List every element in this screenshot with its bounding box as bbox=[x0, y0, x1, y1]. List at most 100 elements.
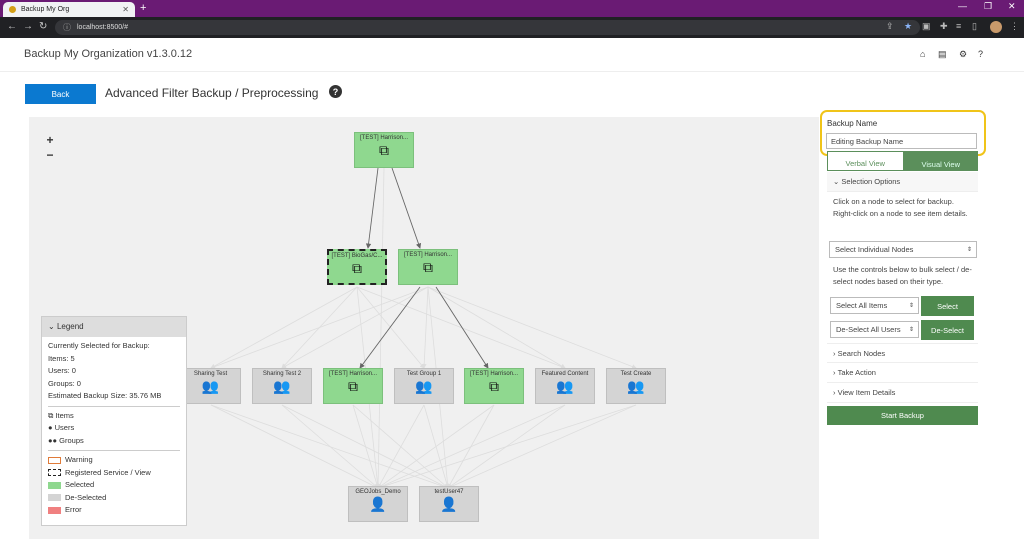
question-icon[interactable]: ? bbox=[329, 85, 342, 98]
graph-node[interactable]: [TEST] Harrison... ⧉ bbox=[464, 368, 524, 404]
home-icon[interactable]: ⌂ bbox=[920, 49, 926, 59]
mode-select-value: Select Individual Nodes bbox=[835, 245, 914, 254]
legend-summary-line: Items: 5 bbox=[48, 353, 75, 363]
new-tab-icon[interactable]: + bbox=[140, 2, 147, 14]
share-icon[interactable]: ⇪ bbox=[886, 21, 894, 31]
items-cubes-icon: ⧉ bbox=[348, 378, 358, 394]
take-action-header[interactable]: › Take Action bbox=[827, 363, 978, 383]
graph-node[interactable]: Test Group 1 👥 bbox=[394, 368, 454, 404]
puzzle-icon[interactable]: ✚ bbox=[940, 21, 948, 31]
legend-panel: ⌄ Legend Currently Selected for Backup: … bbox=[41, 316, 187, 526]
backup-name-label: Backup Name bbox=[827, 119, 878, 128]
chevron-right-icon: › bbox=[833, 348, 838, 358]
address-bar[interactable]: ⓘ localhost:8500/# bbox=[55, 20, 920, 35]
selection-options-label: Selection Options bbox=[841, 177, 901, 186]
graph-node[interactable]: Sharing Test 👥 bbox=[181, 368, 241, 404]
legend-summary-line: Estimated Backup Size: 35.76 MB bbox=[48, 391, 162, 400]
side-panel-icon[interactable]: ▯ bbox=[972, 21, 977, 31]
graph-node[interactable]: [TEST] Harrison... ⧉ bbox=[398, 249, 458, 285]
deselected-swatch bbox=[48, 494, 61, 502]
bookmark-star-icon[interactable]: ★ bbox=[904, 21, 913, 31]
help-circle-icon[interactable]: ? bbox=[978, 49, 984, 59]
zoom-out-button[interactable]: − bbox=[46, 148, 54, 162]
close-tab-icon[interactable]: ✕ bbox=[122, 5, 129, 14]
node-label: Featured Content bbox=[541, 371, 589, 377]
tab-visual-view[interactable]: Visual View bbox=[903, 151, 978, 171]
warning-swatch bbox=[48, 456, 61, 464]
deselect-all-dropdown[interactable]: De-Select All Users⇕ bbox=[830, 321, 919, 338]
user-person-icon: 👤 bbox=[369, 496, 387, 512]
back-arrow-icon[interactable]: ← bbox=[7, 21, 17, 32]
node-label: [TEST] Harrison... bbox=[359, 135, 408, 141]
extension-icon[interactable]: ▣ bbox=[922, 21, 931, 31]
legend-type-label: Items bbox=[55, 410, 74, 420]
graph-node[interactable]: Featured Content 👥 bbox=[535, 368, 595, 404]
legend-summary-line: Currently Selected for Backup: bbox=[48, 341, 150, 350]
graph-node[interactable]: testUser47 👤 bbox=[419, 486, 479, 522]
id-card-icon[interactable]: ▤ bbox=[938, 49, 947, 59]
graph-node[interactable]: [TEST] Harrison... ⧉ bbox=[323, 368, 383, 404]
graph-node[interactable]: [TEST] BioGas/C... ⧉ bbox=[327, 249, 387, 285]
start-backup-button[interactable]: Start Backup bbox=[827, 406, 978, 425]
tab-verbal-view[interactable]: Verbal View bbox=[827, 151, 904, 171]
focus-highlight bbox=[820, 110, 986, 156]
legend-state-label: Error bbox=[65, 505, 82, 514]
graph-node[interactable]: Test Create 👥 bbox=[606, 368, 666, 404]
search-nodes-section: › Search Nodes › Take Action › View Item… bbox=[827, 343, 978, 403]
browser-tab[interactable]: Backup My Org ✕ bbox=[3, 2, 135, 17]
select-button[interactable]: Select bbox=[921, 296, 974, 316]
reading-list-icon[interactable]: ≡ bbox=[956, 21, 962, 31]
maximize-icon[interactable]: ❐ bbox=[984, 1, 993, 11]
zoom-controls: + − bbox=[44, 133, 56, 163]
mode-select[interactable]: Select Individual Nodes ⇕ bbox=[829, 241, 977, 258]
reload-icon[interactable]: ↻ bbox=[39, 21, 48, 32]
selected-swatch bbox=[48, 481, 61, 489]
chevron-down-icon: ⌄ bbox=[48, 322, 57, 331]
group-people-icon: 👥 bbox=[627, 378, 645, 394]
gear-icon[interactable]: ⚙ bbox=[959, 49, 968, 59]
view-item-details-header[interactable]: › View Item Details bbox=[827, 383, 978, 403]
close-window-icon[interactable]: ✕ bbox=[1008, 1, 1016, 11]
forward-arrow-icon[interactable]: → bbox=[23, 21, 33, 32]
graph-node[interactable]: Sharing Test 2 👥 bbox=[252, 368, 312, 404]
backup-name-input[interactable] bbox=[826, 133, 977, 149]
app-title: Backup My Organization v1.3.0.12 bbox=[24, 48, 193, 60]
group-people-icon: 👥 bbox=[273, 378, 291, 394]
chevron-down-icon: ⌄ bbox=[833, 177, 842, 186]
search-nodes-header[interactable]: › Search Nodes bbox=[827, 343, 978, 363]
legend-title: Legend bbox=[56, 322, 84, 331]
legend-summary-line: Users: 0 bbox=[48, 366, 76, 375]
items-cubes-icon: ⧉ bbox=[379, 142, 389, 158]
instructions-text: Click on a node to select for backup. Ri… bbox=[833, 197, 968, 218]
menu-kebab-icon[interactable]: ⋮ bbox=[1010, 21, 1019, 31]
legend-state-label: Selected bbox=[65, 480, 95, 489]
node-label: [TEST] Harrison... bbox=[469, 371, 518, 377]
app-header bbox=[0, 38, 1024, 72]
node-label: Sharing Test bbox=[193, 371, 228, 377]
graph-node[interactable]: [TEST] Harrison... ⧉ bbox=[354, 132, 414, 168]
graph-node[interactable]: GEOJobs_Demo 👤 bbox=[348, 486, 408, 522]
updown-chevron-icon: ⇕ bbox=[908, 303, 914, 309]
chevron-right-icon: › bbox=[833, 388, 838, 397]
view-tabs: Verbal View Visual View bbox=[827, 151, 978, 171]
node-label: [TEST] BioGas/C... bbox=[331, 253, 383, 259]
items-cubes-icon: ⧉ bbox=[352, 260, 362, 276]
legend-header[interactable]: ⌄ Legend bbox=[42, 317, 186, 337]
view-item-details-label: View Item Details bbox=[837, 388, 896, 397]
profile-avatar[interactable] bbox=[990, 21, 1002, 33]
back-button[interactable]: Back bbox=[25, 84, 96, 104]
group-people-icon: 👥 bbox=[201, 378, 220, 394]
page-title: Advanced Filter Backup / Preprocessing bbox=[105, 86, 319, 100]
select-all-dropdown[interactable]: Select All Items⇕ bbox=[830, 297, 919, 314]
user-person-icon: 👤 bbox=[440, 496, 458, 512]
zoom-in-button[interactable]: + bbox=[46, 133, 54, 147]
legend-state-label: Registered Service / View bbox=[65, 467, 151, 477]
info-icon[interactable]: ⓘ bbox=[63, 23, 71, 32]
selection-options-header[interactable]: ⌄ Selection Options bbox=[827, 172, 978, 192]
deselect-button[interactable]: De-Select bbox=[921, 320, 974, 340]
legend-summary-line: Groups: 0 bbox=[48, 378, 81, 388]
items-cubes-icon: ⧉ bbox=[489, 378, 499, 394]
updown-chevron-icon: ⇕ bbox=[966, 247, 972, 253]
minimize-icon[interactable]: — bbox=[958, 1, 967, 11]
